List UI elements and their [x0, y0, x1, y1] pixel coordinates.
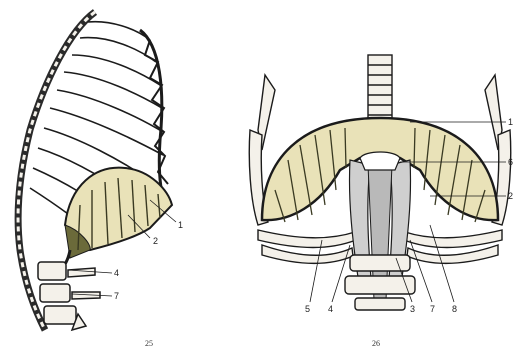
rib-cage-lateral — [18, 12, 168, 330]
figure-26-caption: 26 — [372, 339, 380, 348]
diaphragm-frontal — [262, 118, 498, 300]
label-25-4: 4 — [114, 268, 119, 278]
label-25-7: 7 — [114, 291, 119, 301]
label-26-2: 2 — [508, 191, 513, 201]
label-26-4: 4 — [328, 304, 333, 314]
lumbar-vertebrae-lateral — [38, 262, 100, 330]
esophagus — [368, 55, 392, 125]
figure-25-caption: 25 — [145, 339, 153, 348]
figure-26: 1 6 2 5 4 3 7 8 26 — [249, 55, 513, 348]
label-26-5: 5 — [305, 304, 310, 314]
label-26-1: 1 — [508, 117, 513, 127]
label-26-3: 3 — [410, 304, 415, 314]
label-26-7: 7 — [430, 304, 435, 314]
label-25-1: 1 — [178, 220, 183, 230]
diaphragm-lateral — [55, 168, 172, 275]
figure-25: 1 2 4 7 25 — [18, 12, 183, 348]
label-25-2: 2 — [153, 236, 158, 246]
label-26-8: 8 — [452, 304, 457, 314]
label-26-6: 6 — [508, 157, 513, 167]
